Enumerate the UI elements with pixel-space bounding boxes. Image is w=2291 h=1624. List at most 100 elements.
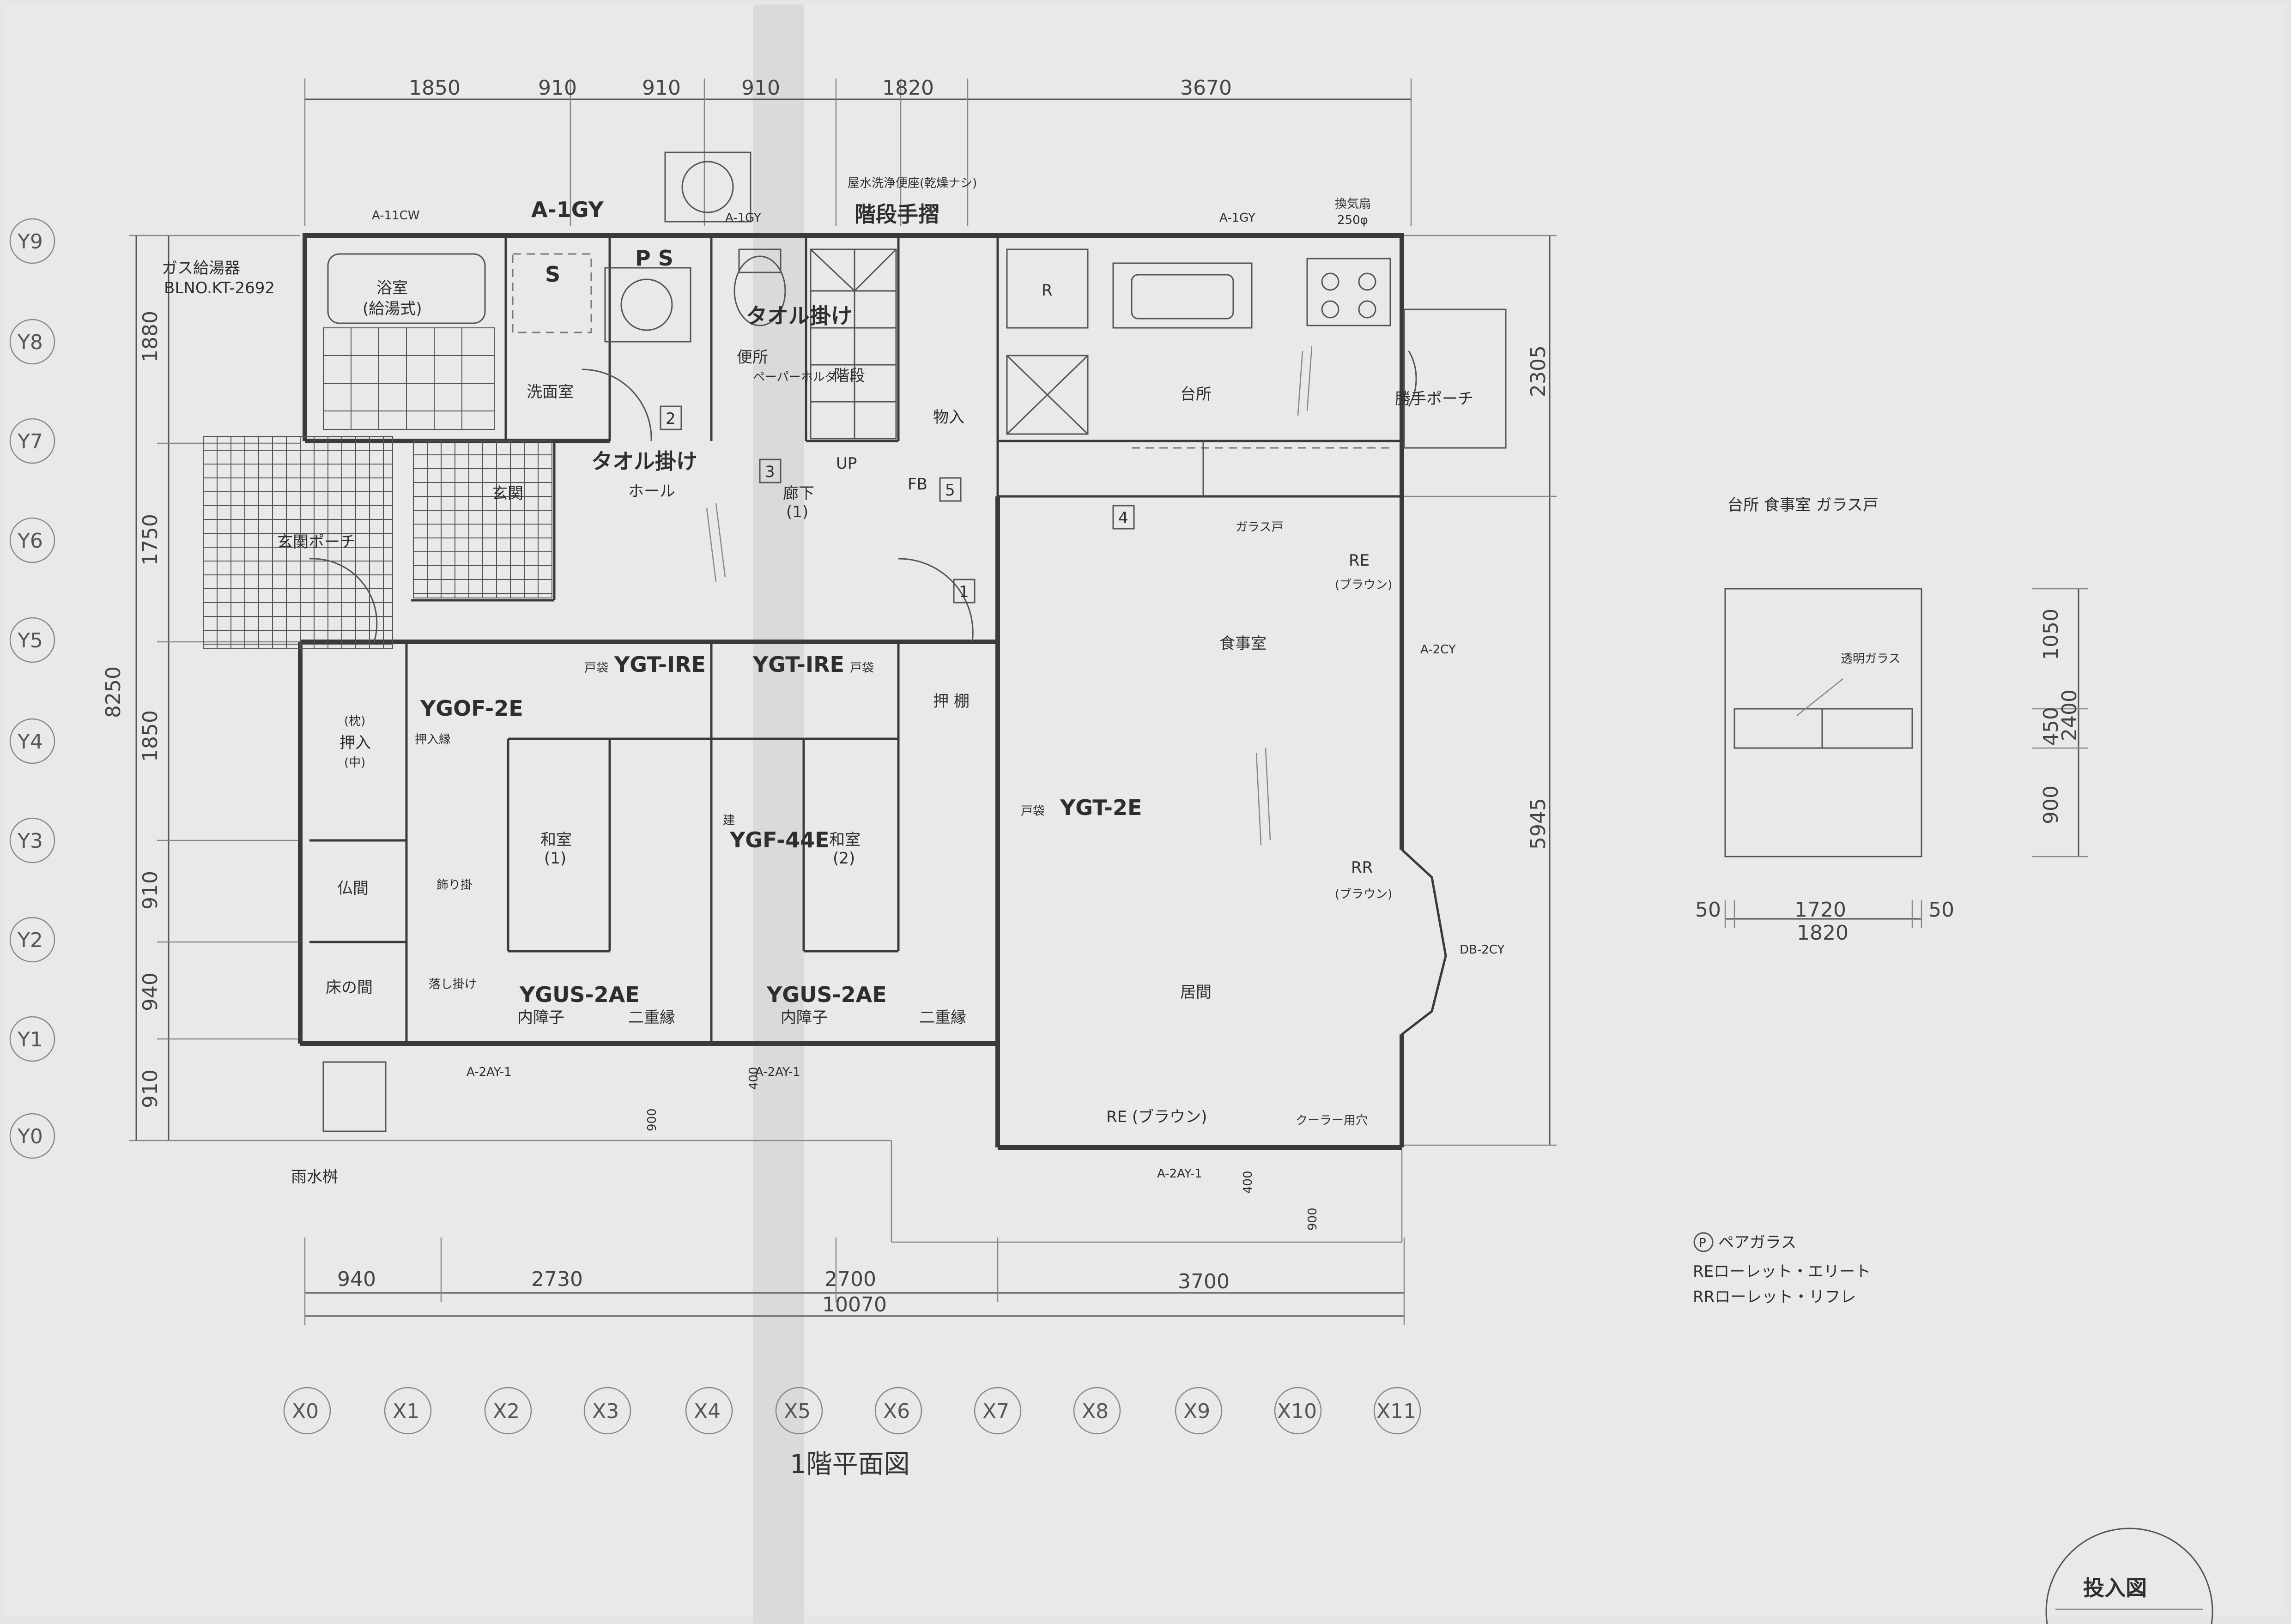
legend-p-symbol: P (1699, 1236, 1706, 1250)
dim-bottom-3: 2700 (824, 1268, 876, 1291)
dim-top-1: 1850 (409, 76, 461, 100)
drawing-sheet: 1850 910 910 910 1820 3670 8250 1880 175… (5, 5, 2286, 1624)
label-door-mark4: 建 (723, 814, 735, 827)
svg-text:Y5: Y5 (17, 629, 43, 652)
label-r: R (1042, 281, 1053, 300)
door-d3: YGOF-2E (420, 696, 523, 721)
dim-left-3: 1850 (139, 710, 162, 762)
label-double-slide2: 二重縁 (919, 1008, 966, 1027)
detail-title: 台所 食事室 ガラス戸 (1727, 496, 1879, 514)
small-dim-400b: 400 (1241, 1171, 1255, 1194)
dim-top-4: 910 (741, 76, 780, 100)
grid-y2: Y2 (9, 917, 55, 963)
left-dimension-line: 8250 1880 1750 1850 910 940 910 (102, 235, 300, 1141)
label-fb: FB (908, 475, 927, 494)
label-door-mark1: 戸袋 (584, 661, 608, 675)
grid-x11: X11 (1373, 1387, 1421, 1435)
annotation-labels: ガス給湯器 BLNO.KT-2692 P S S R 屋水洗浄便座(乾燥ナシ) … (162, 176, 1392, 1186)
label-double-slide: 二重縁 (628, 1008, 675, 1027)
room-living: 居間 (1180, 983, 1212, 1002)
window-w9: A-2AY-1 (1157, 1167, 1202, 1181)
room-oshiire-top: (枕) (344, 714, 365, 728)
window-labels: A-11CW A-1GY A-1GY A-1GY A-2CY DB-2CY A-… (372, 197, 1504, 1181)
svg-text:Y6: Y6 (17, 529, 43, 553)
dim-top-2: 910 (538, 76, 577, 100)
grid-y9: Y9 (9, 218, 55, 264)
detail-d900: 900 (2039, 785, 2063, 824)
small-dim-900a: 900 (645, 1108, 659, 1131)
svg-text:X8: X8 (1082, 1400, 1109, 1423)
detail-glass: 透明ガラス (1841, 652, 1900, 666)
label-rr: RR (1351, 858, 1373, 877)
label-water-heater: ガス給湯器 (162, 259, 240, 278)
room-shelf-prefix: 押 (933, 692, 949, 711)
room-kitchen: 台所 (1180, 385, 1212, 404)
svg-text:Y1: Y1 (17, 1028, 43, 1051)
svg-text:Y8: Y8 (17, 331, 43, 354)
tag-2: 2 (666, 410, 676, 428)
door-tags: 1 2 3 4 5 (660, 405, 1135, 604)
walls (298, 233, 1447, 1150)
dim-left-total: 8250 (102, 666, 125, 718)
detail-d1050: 1050 (2039, 609, 2063, 660)
room-shelf: 棚 (954, 692, 970, 711)
label-inner-shoji: 内障子 (517, 1008, 564, 1027)
room-bath-note: (給湯式) (363, 300, 422, 318)
window-w7: A-2AY-1 (467, 1065, 512, 1079)
room-washitsu1: 和室 (540, 831, 572, 849)
grid-y3: Y3 (9, 817, 55, 863)
door-d6: YGUS-2AE (519, 982, 640, 1007)
svg-text:X11: X11 (1376, 1400, 1416, 1423)
grid-y0: Y0 (9, 1113, 55, 1159)
svg-text:X10: X10 (1277, 1400, 1317, 1423)
grid-x3: X3 (583, 1387, 631, 1435)
room-bath: 浴室 (376, 279, 408, 297)
label-washing: 屋水洗浄便座(乾燥ナシ) (848, 176, 977, 190)
room-washitsu1-no: (1) (544, 849, 566, 868)
svg-text:X9: X9 (1183, 1400, 1210, 1423)
room-corridor: 廊下 (783, 484, 814, 503)
window-w8: A-2AY-1 (755, 1065, 800, 1079)
svg-text:X7: X7 (982, 1400, 1009, 1423)
legend-re: REローレット・エリート (1693, 1262, 1871, 1281)
door-d2: YGT-IRE (752, 652, 844, 677)
detail-d50a: 50 (1695, 898, 1721, 922)
label-brown1: (ブラウン) (1335, 578, 1392, 592)
tag-4: 4 (1118, 509, 1128, 527)
label-glass-door: ガラス戸 (1236, 520, 1283, 534)
label-stair-rail: 階段手摺 (855, 202, 939, 227)
right-dimension-line: 2305 5945 (1404, 235, 1557, 1146)
misc-lines (300, 308, 1507, 1243)
svg-text:Y2: Y2 (17, 929, 43, 952)
grid-x0: X0 (283, 1387, 331, 1435)
dim-bottom-4: 3700 (1178, 1270, 1230, 1293)
door-d5: YGT-2E (1060, 795, 1142, 820)
small-dim-900b: 900 (1306, 1207, 1320, 1231)
grid-x2: X2 (484, 1387, 532, 1435)
window-w2: A-1GY (531, 197, 604, 222)
dim-left-5: 940 (139, 972, 162, 1011)
grid-x6: X6 (874, 1387, 922, 1435)
washroom-fixtures (512, 151, 786, 343)
window-w5: A-2CY (1420, 643, 1456, 657)
grid-y-labels: Y9 Y8 Y7 Y6 Y5 Y4 Y3 Y2 Y1 Y0 (9, 218, 55, 1159)
dim-bottom-1: 940 (337, 1268, 376, 1291)
svg-text:X6: X6 (883, 1400, 910, 1423)
stamp: 投入図 (2045, 1527, 2213, 1624)
grid-x10: X10 (1274, 1387, 1322, 1435)
room-oshiire: 押入 (339, 734, 371, 752)
grid-y7: Y7 (9, 418, 55, 464)
label-brown2: (ブラウン) (1335, 887, 1392, 901)
small-dims: 900 400 400 900 (645, 1067, 1320, 1231)
label-exhaust-size: 250φ (1337, 213, 1368, 227)
room-tokonoma: 床の間 (326, 978, 373, 997)
room-washitsu2-no: (2) (833, 849, 855, 868)
svg-text:Y9: Y9 (17, 230, 43, 254)
dim-left-2: 1750 (139, 514, 162, 566)
glass-door-detail: 台所 食事室 ガラス戸 透明ガラス 1050 450 900 2400 50 1… (1695, 496, 2088, 945)
window-w4: A-1GY (1219, 211, 1255, 225)
room-oshiire-mid: (中) (344, 756, 365, 770)
door-labels: YGT-IRE YGT-IRE YGOF-2E YGF-44E YGT-2E Y… (420, 652, 1142, 1007)
detail-d1720: 1720 (1794, 898, 1846, 922)
room-dining: 食事室 (1219, 634, 1267, 653)
